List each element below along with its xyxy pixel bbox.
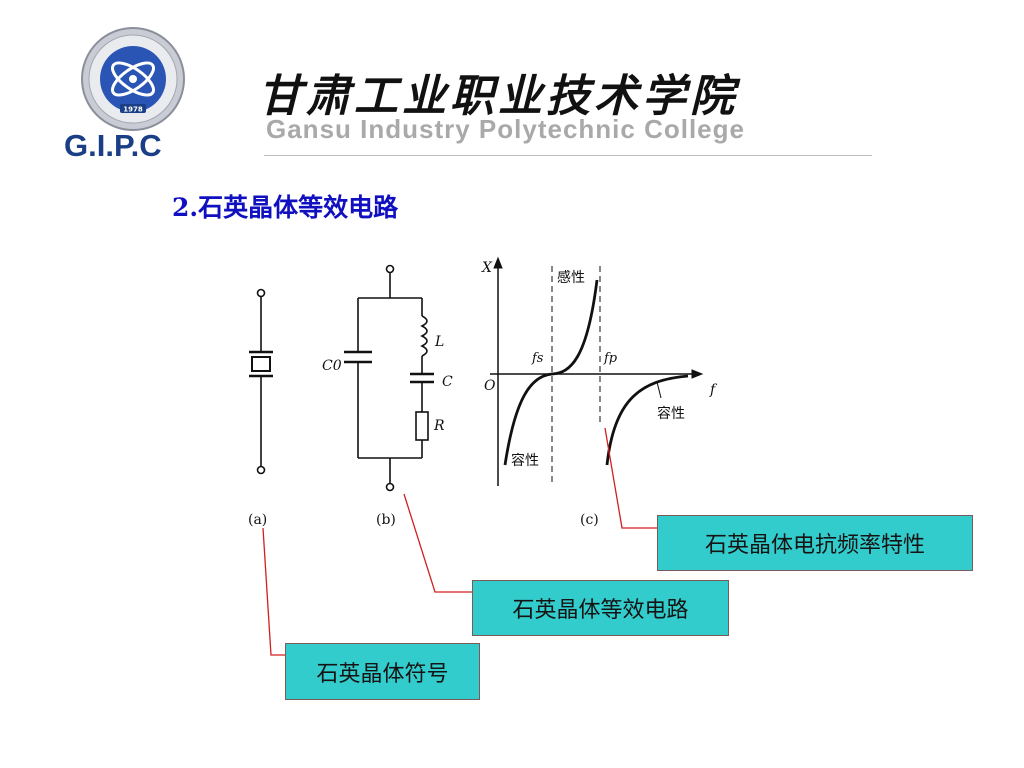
circuit-label-l: L [434, 334, 444, 350]
axis-x-label: X [481, 260, 493, 276]
college-name-english: Gansu Industry Polytechnic College [266, 114, 745, 144]
capacitive-high-label: 容性 [657, 405, 685, 422]
callout-crystal-symbol: 石英晶体符号 [285, 643, 480, 700]
reactance-frequency-graph [490, 256, 704, 486]
circuit-label-r: R [433, 418, 445, 434]
circuit-label-c: C [442, 374, 453, 390]
fp-label: fp [603, 351, 618, 366]
equivalent-circuit-diagram [344, 264, 434, 492]
callout-equivalent-circuit: 石英晶体等效电路 [472, 580, 729, 636]
figure-label-b: (b) [376, 512, 396, 528]
callout-reactance-characteristic: 石英晶体电抗频率特性 [657, 515, 973, 571]
quartz-crystal-figure: (a) C0 L C R (b) X f O fs fp [248, 256, 718, 528]
header-divider [264, 155, 872, 156]
capacitive-low-label: 容性 [511, 452, 539, 469]
axis-f-label: f [709, 382, 718, 398]
crystal-symbol-diagram [249, 288, 273, 475]
leader-symbol [262, 527, 285, 656]
slide-title: 2.石英晶体等效电路 [172, 193, 399, 222]
logo-abbreviation: G.I.P.C [64, 128, 162, 163]
inductive-region-label: 感性 [557, 269, 585, 286]
figure-label-a: (a) [248, 512, 267, 528]
origin-label: O [484, 378, 496, 394]
logo-year: 1978 [123, 106, 143, 114]
circuit-label-c0: C0 [322, 358, 342, 374]
college-name-chinese: 甘肃工业职业技术学院 [258, 71, 738, 122]
figure-label-c: (c) [580, 512, 599, 528]
college-logo-seal: 1978 [81, 27, 185, 131]
fs-label: fs [531, 351, 544, 366]
